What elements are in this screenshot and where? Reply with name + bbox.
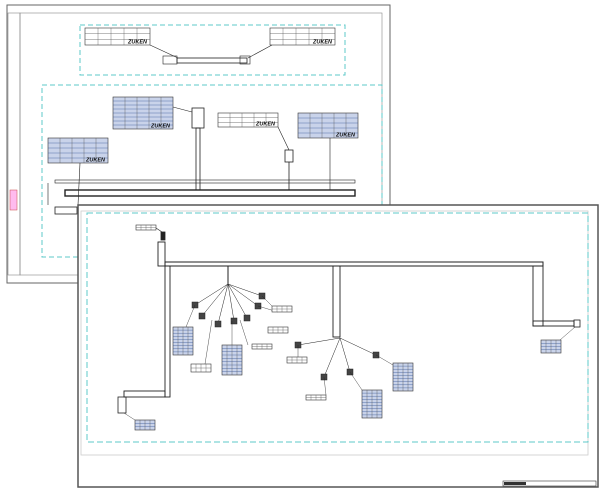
harness-branch-left-bottom: [123, 390, 166, 398]
wire-spoke: [339, 337, 351, 373]
leader-line: [277, 126, 290, 151]
table-frame: [217, 112, 279, 128]
connector-table: [286, 356, 308, 364]
wire-spoke: [194, 283, 229, 306]
zuken-logo-label: ZUKEN: [255, 122, 276, 128]
connector-table: [190, 363, 212, 373]
connector-icon: [243, 314, 251, 322]
wire-spoke: [227, 283, 235, 322]
table-frame: [47, 137, 109, 164]
leader-line: [172, 106, 193, 113]
wire-spoke: [227, 283, 263, 297]
connector-icon: [230, 317, 238, 325]
leader-line: [185, 304, 196, 328]
harness-branch-center: [332, 265, 341, 338]
leader-line: [261, 295, 273, 307]
connector-table: [305, 394, 327, 401]
leader-line: [559, 326, 576, 341]
connector-icon: [117, 396, 127, 414]
connector-icon: [54, 206, 78, 215]
connector-table: [135, 224, 157, 231]
leader-line: [123, 412, 136, 421]
wire-spoke: [227, 283, 248, 319]
leader-line: [247, 44, 273, 59]
wire-spoke: [297, 337, 341, 346]
wire-spoke: [201, 283, 229, 317]
table-frame: [269, 27, 336, 46]
wire-spoke: [323, 337, 341, 378]
leader-line: [375, 354, 394, 366]
connector-table: ZUKEN: [47, 137, 109, 164]
connector-table: [221, 344, 243, 376]
leader-line: [349, 371, 363, 391]
title-block: [502, 480, 597, 487]
connector-table: ZUKEN: [112, 96, 174, 130]
leader-line: [155, 227, 163, 233]
connector-table: ZUKEN: [84, 27, 151, 46]
leader-line: [77, 162, 81, 206]
front-frame: [86, 212, 589, 443]
connector-icon: [198, 312, 206, 320]
front-sheet[interactable]: [77, 204, 599, 488]
connector-table: [392, 362, 414, 392]
harness-trunk: [64, 189, 356, 197]
harness-segment: [176, 57, 248, 64]
wire-spoke: [217, 283, 229, 325]
connector-table: [267, 326, 289, 334]
leader-line: [204, 319, 213, 365]
connector-table: [361, 389, 383, 419]
connector-table: [172, 326, 194, 356]
wire-spoke: [339, 337, 377, 356]
zuken-logo-label: ZUKEN: [150, 124, 171, 130]
connector-table: ZUKEN: [269, 27, 336, 46]
table-frame: [84, 27, 151, 46]
connector-icon: [160, 231, 166, 241]
zuken-logo-label: ZUKEN: [335, 133, 356, 139]
harness-branch-top-left: [157, 241, 166, 267]
connector-table: [271, 305, 293, 313]
connector-table: [540, 339, 562, 354]
back-title-stamp: [9, 189, 18, 211]
harness-branch-left: [164, 265, 171, 398]
leader-line: [239, 319, 249, 346]
connector-icon: [573, 319, 581, 328]
table-frame: [297, 112, 359, 139]
connector-icon: [214, 320, 222, 328]
leader-line: [323, 376, 327, 396]
back-title-strip: [7, 12, 21, 276]
connector-table: [251, 343, 273, 350]
connector-icon: [239, 55, 251, 65]
zuken-logo-label: ZUKEN: [85, 158, 106, 164]
zuken-logo-label: ZUKEN: [127, 40, 148, 46]
zuken-logo-label: ZUKEN: [312, 40, 333, 46]
connector-table: ZUKEN: [297, 112, 359, 139]
harness-trunk-upper: [54, 179, 356, 184]
connector-table: [134, 419, 156, 431]
back-frame-top: [79, 24, 346, 76]
front-sheet-border: [77, 204, 599, 488]
connector-table: ZUKEN: [217, 112, 279, 128]
wire-spoke: [227, 283, 259, 307]
